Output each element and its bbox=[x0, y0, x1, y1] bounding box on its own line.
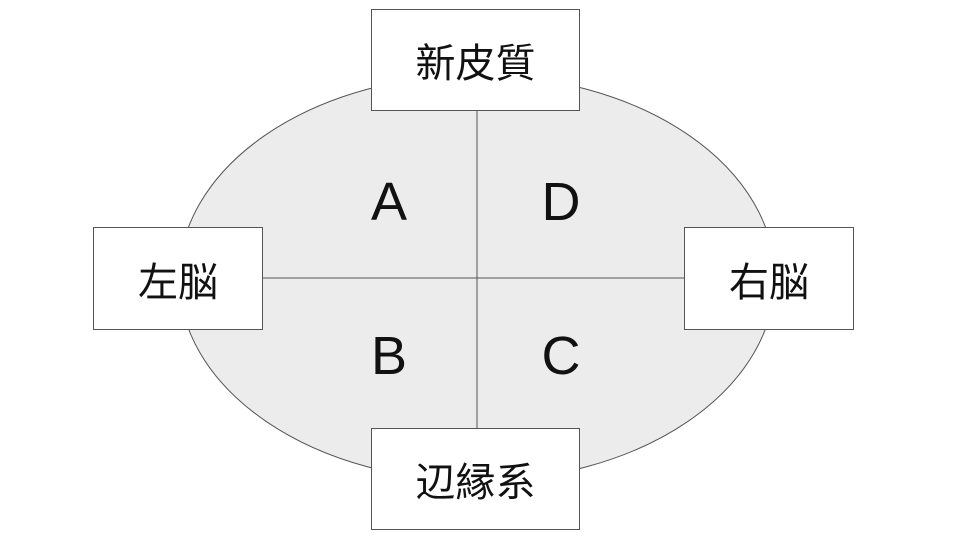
quadrant-a-label: A bbox=[370, 172, 408, 232]
left-brain-box: 左脳 bbox=[93, 227, 263, 330]
neocortex-box: 新皮質 bbox=[371, 9, 580, 111]
quadrant-c-label: C bbox=[541, 326, 581, 386]
limbic-system-box: 辺縁系 bbox=[371, 428, 580, 530]
right-brain-box: 右脳 bbox=[684, 227, 854, 330]
quadrant-d-label: D bbox=[541, 172, 581, 232]
quadrant-b-label: B bbox=[370, 326, 408, 386]
